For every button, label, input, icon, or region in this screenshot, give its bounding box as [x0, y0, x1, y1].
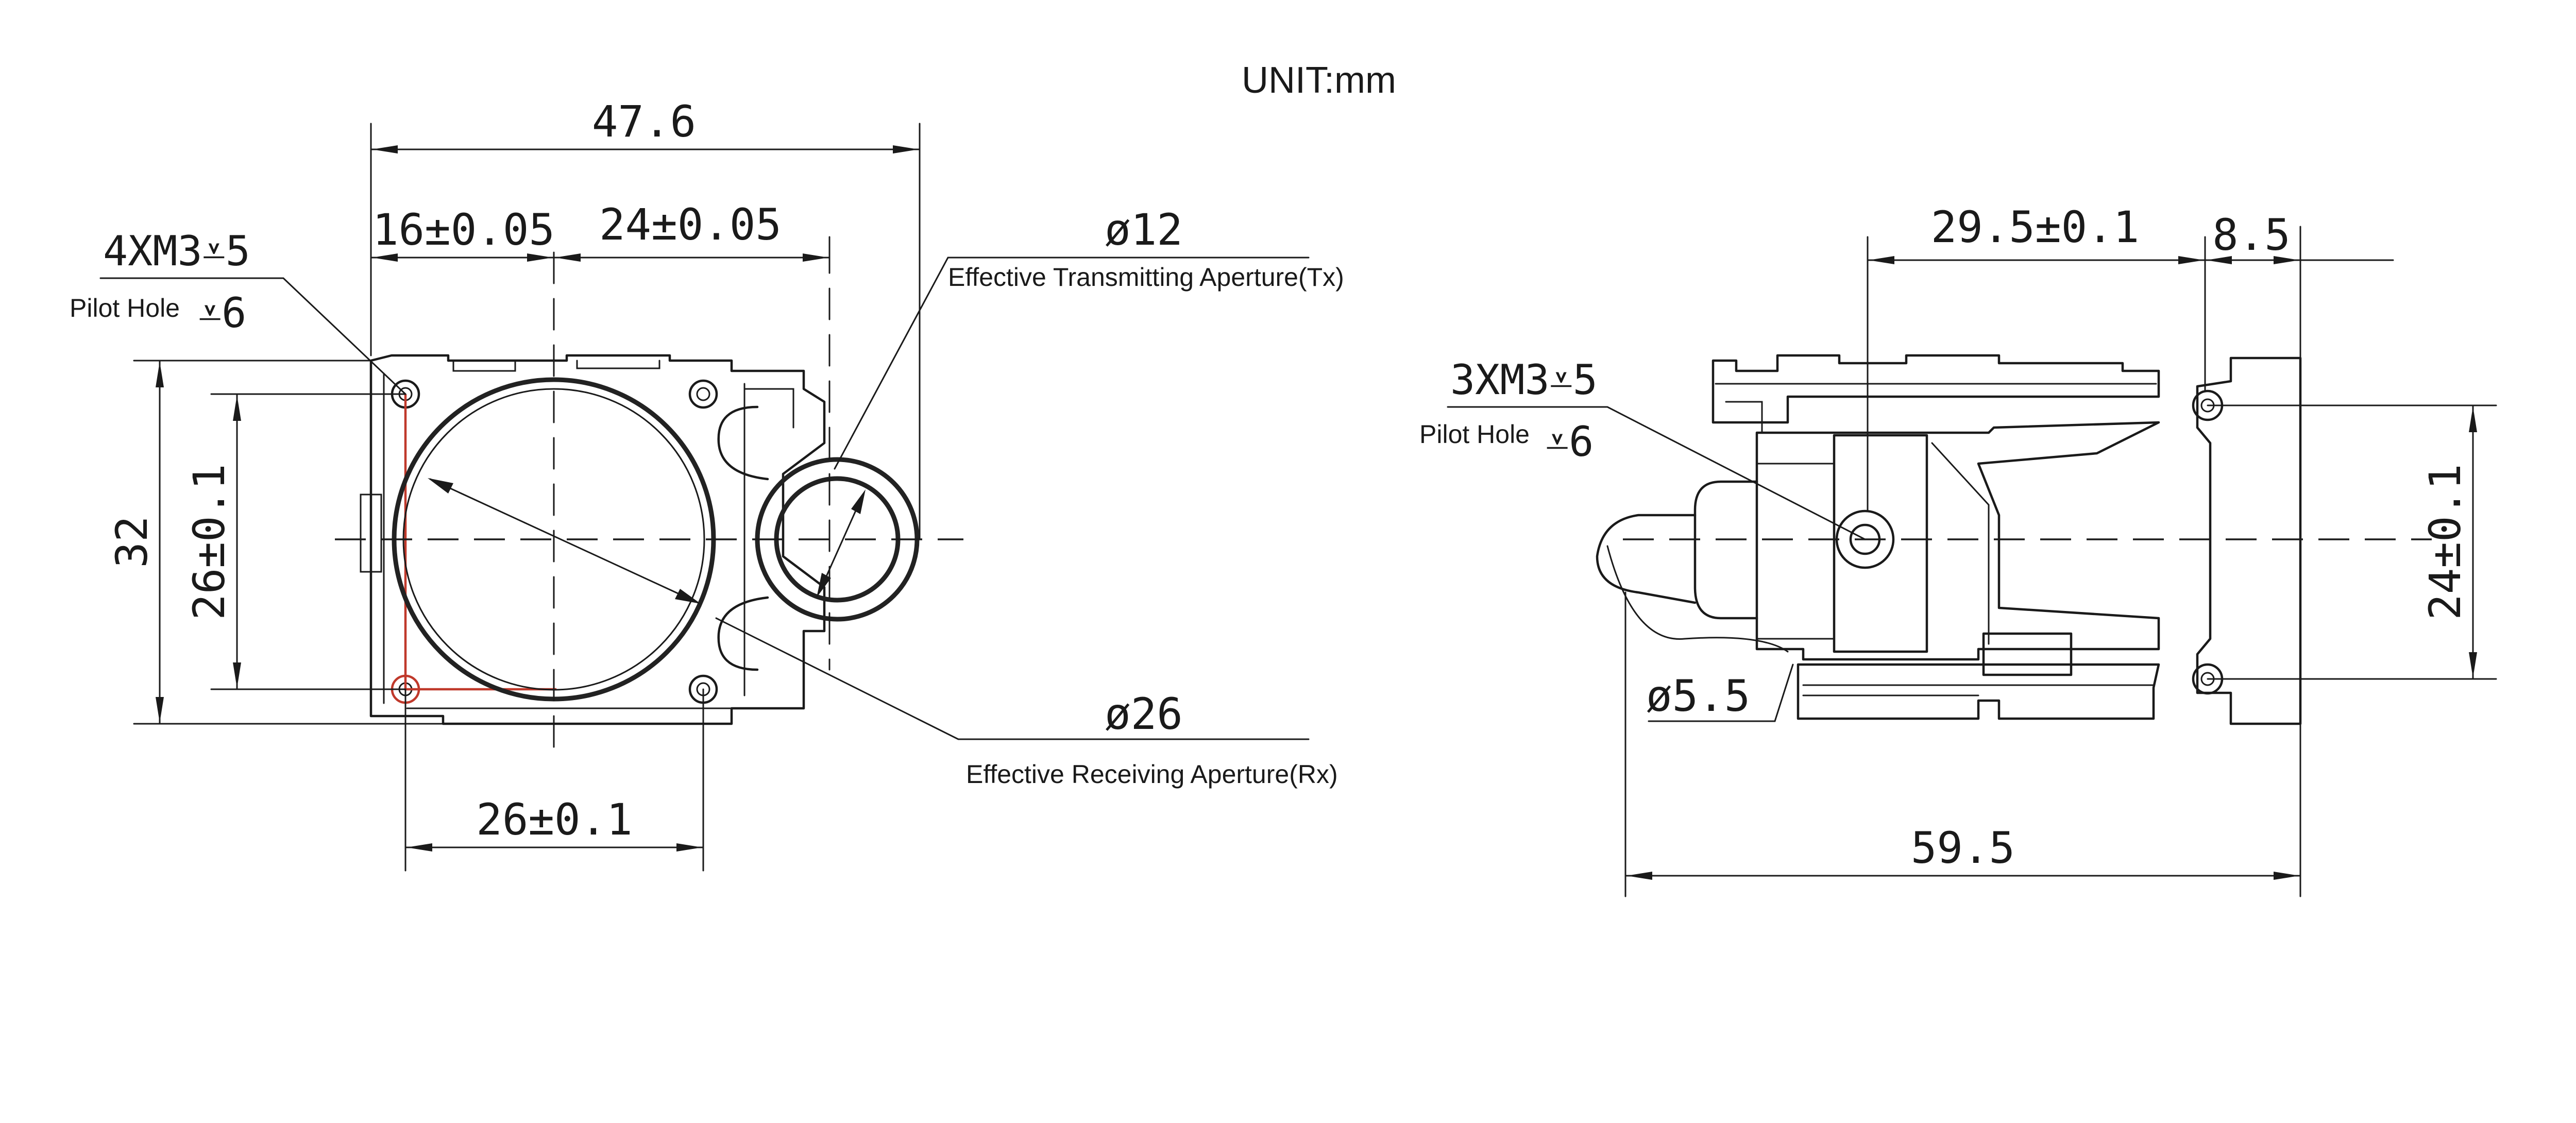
- dim-side-flange-arrow-r: [2274, 256, 2299, 264]
- dim-side-vhole-arrow-b: [2469, 652, 2477, 678]
- dim-vhole-arrow-b: [233, 662, 241, 688]
- dim-side-length-overall: 59.5: [1911, 823, 2015, 873]
- dim-side-vhole-arrow-t: [2469, 406, 2477, 432]
- dim-width-overall: 47.6: [592, 96, 696, 147]
- dim-width-arrow-r: [893, 145, 919, 154]
- side-pcb-bottom: [1797, 663, 2160, 720]
- front-mounting-hole-tr: [688, 379, 718, 409]
- side-component: [1982, 632, 2073, 676]
- dim-bhole-arrow-l: [406, 843, 432, 852]
- side-rear-boss: [1693, 480, 1758, 620]
- tx-diameter-label: ø12: [1105, 205, 1183, 255]
- side-small-diameter: ø5.5: [1646, 671, 1750, 721]
- front-housing-outline: [369, 354, 826, 725]
- dim-hole-arrow-m2: [555, 253, 581, 262]
- rx-diameter-arrow-a: [428, 478, 453, 494]
- dim-side-offset-top: 29.5±0.1: [1931, 202, 2140, 252]
- tx-leader-line: [834, 257, 1310, 470]
- side-inner-block: [1833, 434, 1928, 653]
- dim-side-flange-width: 8.5: [2212, 210, 2291, 260]
- front-pilot-hole-depth: ⩡6: [198, 289, 246, 337]
- dim-width-arrow-l: [372, 145, 398, 154]
- unit-label: UNIT:mm: [1242, 60, 1396, 101]
- dim-hole-spacing-top: 24±0.05: [599, 199, 782, 250]
- dim-side-flange-arrow-l: [2206, 256, 2232, 264]
- side-view: 29.5±0.1 8.5 3XM3⩡5 Pilot Hole ⩡6 24±0.1…: [1419, 202, 2497, 897]
- rx-diameter-label: ø26: [1105, 689, 1183, 739]
- dim-hole-arrow-l: [372, 253, 398, 262]
- dim-height-arrow-b: [156, 697, 164, 723]
- rx-diameter-arrow-b: [675, 589, 701, 604]
- dim-side-length-arrow-r: [2274, 872, 2299, 880]
- front-housing-inner: [383, 372, 745, 709]
- tx-diameter-arrow-a: [851, 489, 866, 514]
- dim-hole-arrow-r: [803, 253, 828, 262]
- dim-bhole-arrow-r: [676, 843, 702, 852]
- front-thread-leader: [99, 277, 406, 395]
- dim-hole-spacing-bottom: 26±0.1: [476, 794, 632, 845]
- dim-hole-spacing-vertical: 26±0.1: [184, 464, 234, 620]
- dim-height-arrow-t: [156, 362, 164, 387]
- side-pcb-top: [1711, 354, 2160, 424]
- tx-aperture-inner: [774, 476, 901, 603]
- tx-diameter-arrow-b: [817, 573, 831, 598]
- side-rear-cable: [1596, 514, 1697, 604]
- dim-height-overall: 32: [107, 516, 157, 568]
- rx-caption: Effective Receiving Aperture(Rx): [966, 760, 1338, 789]
- side-thread-spec: 3XM3⩡5: [1450, 356, 1598, 404]
- dim-side-offset-arrow-r: [2178, 256, 2204, 264]
- front-top-details: [452, 360, 794, 429]
- dim-hole-arrow-m1: [527, 253, 553, 262]
- front-side-notch: [360, 494, 382, 573]
- side-pilot-hole-label: Pilot Hole: [1419, 420, 1530, 449]
- side-thread-leader: [1447, 406, 1866, 540]
- side-flange: [2196, 356, 2302, 725]
- side-rear-cable-tip: [1606, 545, 1789, 653]
- dim-vhole-arrow-t: [233, 395, 241, 421]
- side-pcb-bottom-detail: [1802, 684, 2155, 696]
- dim-side-offset-arrow-l: [1869, 256, 1894, 264]
- side-inner-diagonal: [1756, 442, 1990, 645]
- tx-housing-lobe: [717, 405, 769, 671]
- rx-leader-line: [715, 617, 1310, 740]
- side-pcb-top-detail: [1715, 383, 2157, 434]
- side-main-body: [1755, 421, 2160, 661]
- dim-hole-offset-left: 16±0.05: [372, 205, 555, 255]
- dim-side-length-arrow-l: [1626, 872, 1652, 880]
- side-small-diameter-leader: [1648, 663, 1794, 722]
- front-pilot-hole-label: Pilot Hole: [70, 294, 180, 322]
- front-thread-spec: 4XM3⩡5: [103, 227, 250, 275]
- tx-caption: Effective Transmitting Aperture(Tx): [948, 263, 1344, 292]
- rx-diameter-line: [429, 478, 699, 604]
- side-pilot-hole-depth: ⩡6: [1546, 418, 1594, 466]
- front-view: 47.6 16±0.05 24±0.05 ø12 Effective Trans…: [70, 96, 1344, 872]
- dim-side-hole-spacing-vertical: 24±0.1: [2420, 464, 2470, 620]
